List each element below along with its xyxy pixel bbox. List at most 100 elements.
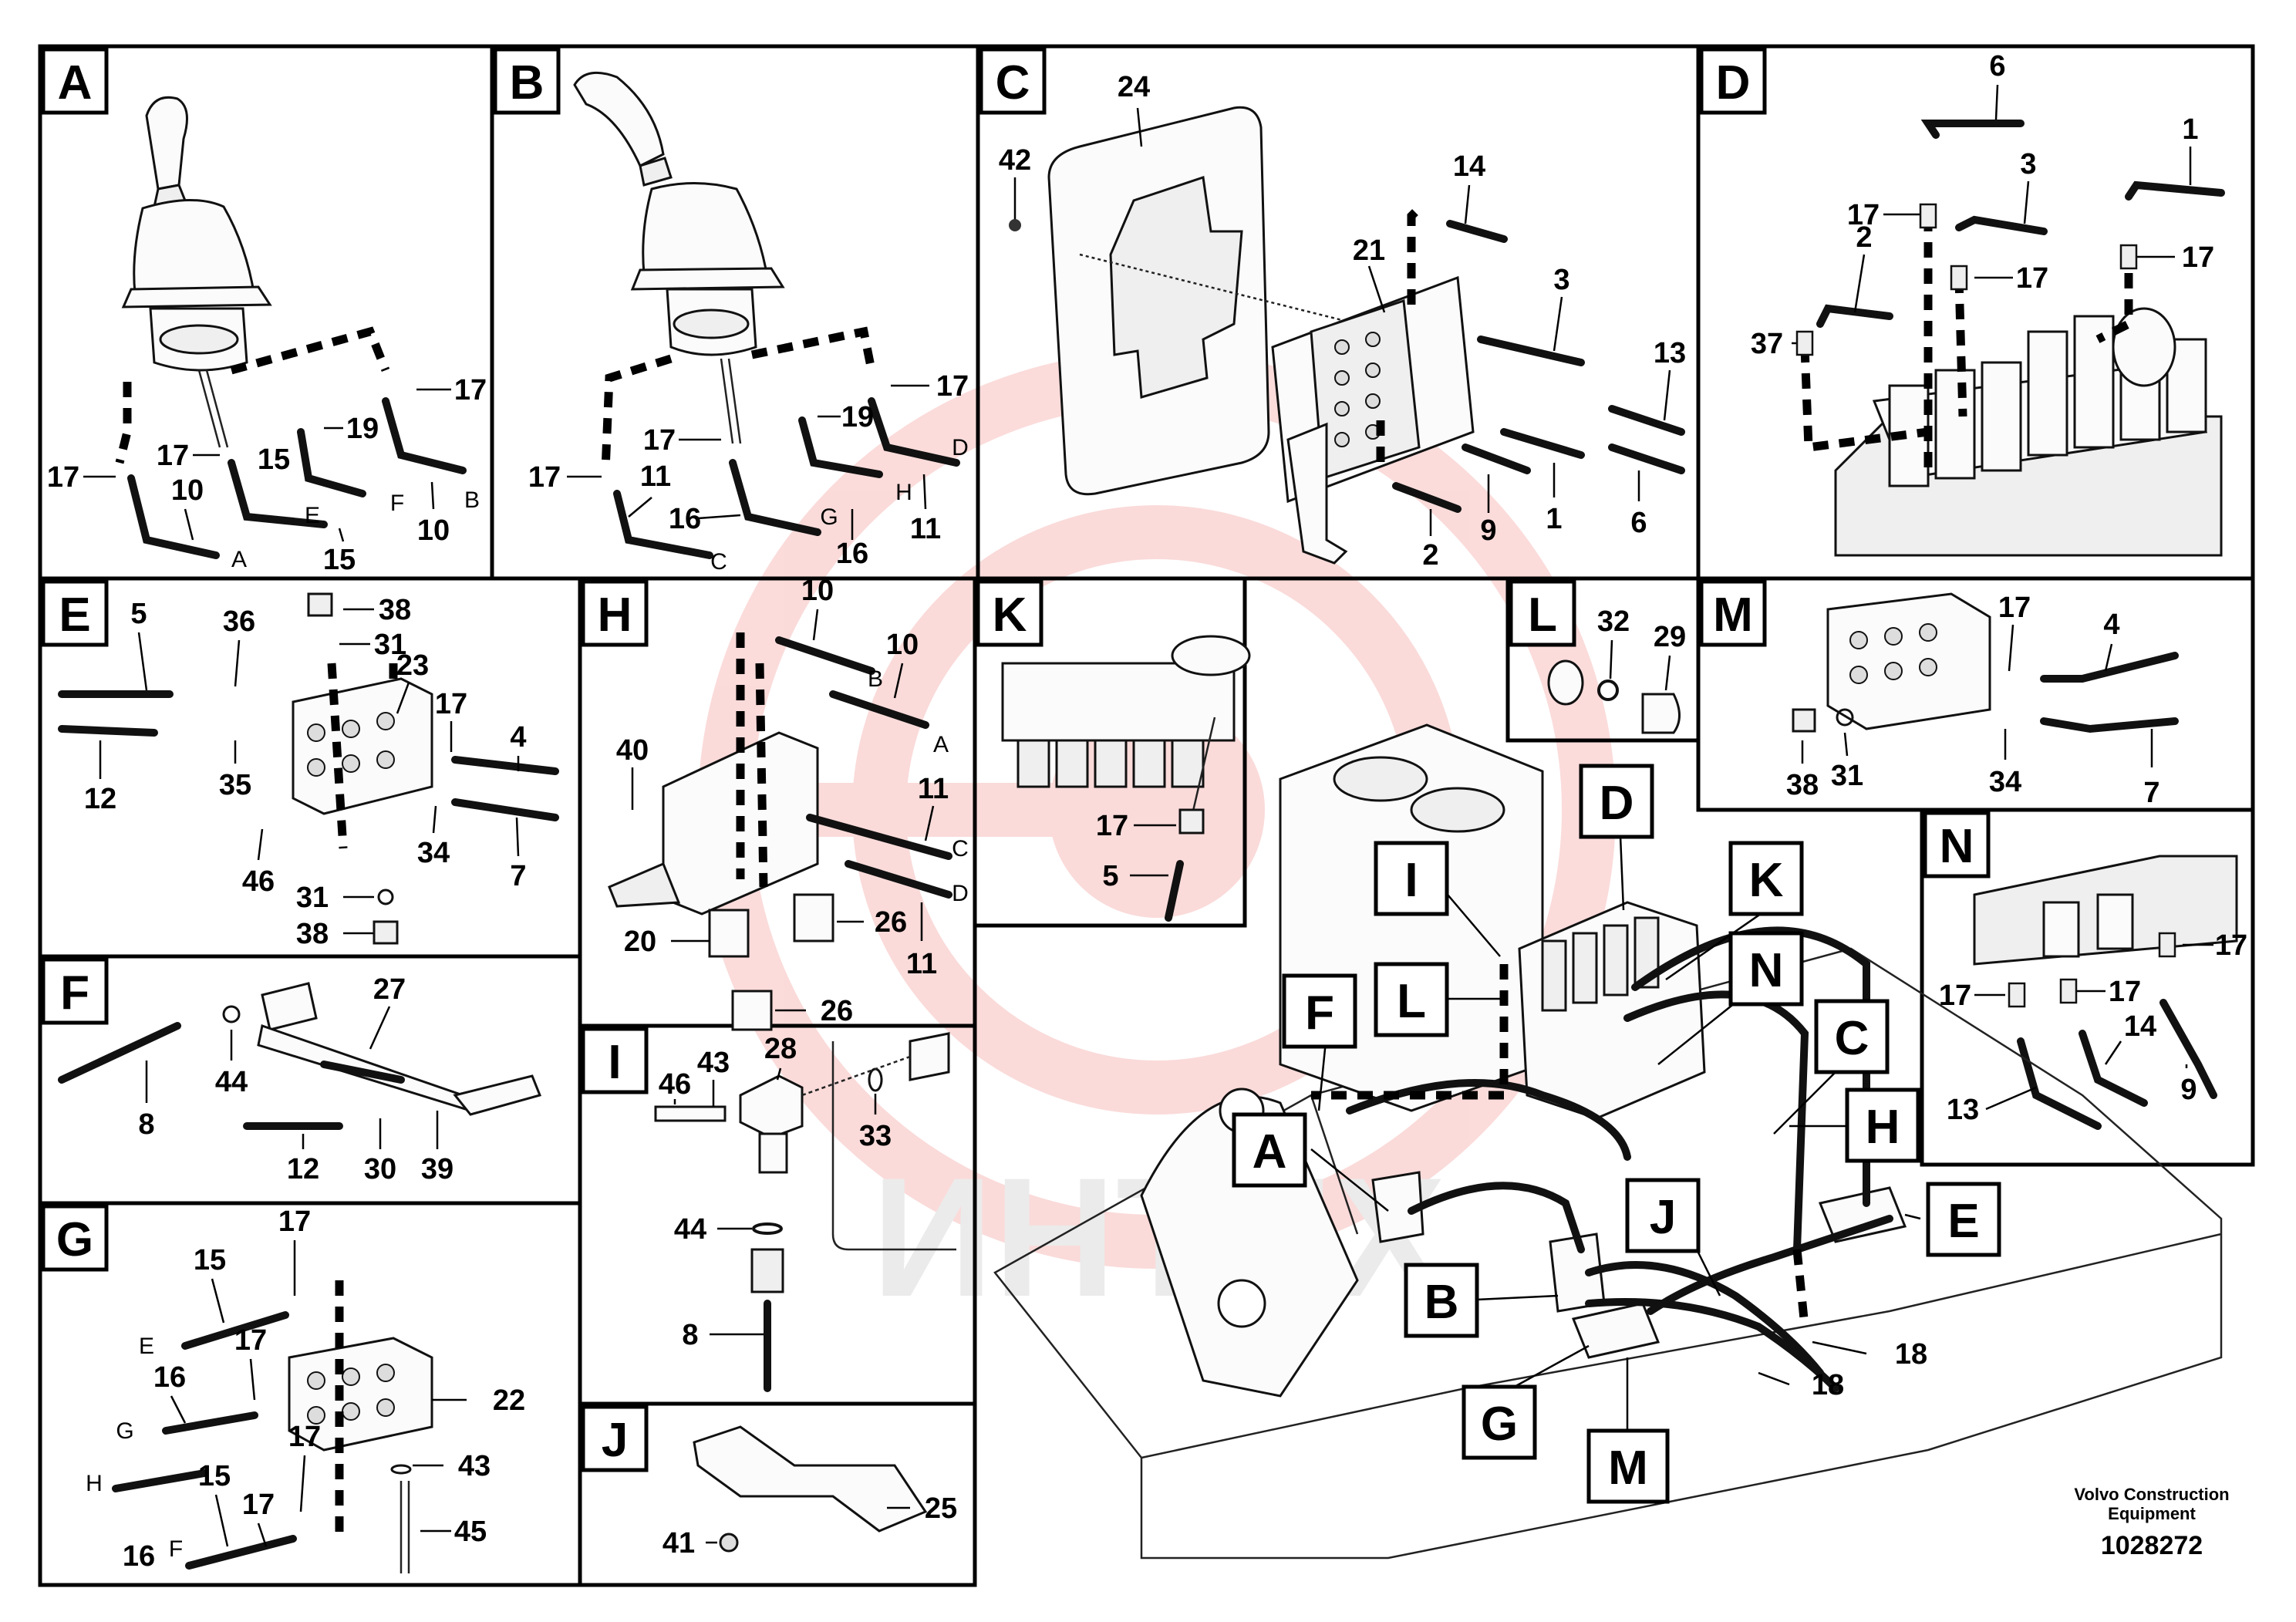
part-callout-number: 13 [1654, 337, 1686, 369]
panel-label-box [41, 957, 109, 1025]
part-callout-number: 43 [697, 1047, 730, 1079]
part-callout-number: 16 [123, 1540, 155, 1573]
panel-g-callouts: 17 15 17 16 22 17 43 15 17 45 16 E G H F [86, 1206, 525, 1573]
part-callout-number: 6 [1630, 507, 1647, 539]
part-callout-number: 31 [374, 629, 406, 661]
part-callout-number: 10 [417, 514, 450, 547]
pointer-label: B [1424, 1276, 1459, 1329]
panel-m: M 17 4 38 31 34 7 [1699, 579, 2179, 809]
panel-label-box [976, 579, 1043, 647]
footer: Volvo Construction Equipment 1028272 [2074, 1485, 2229, 1560]
panel-h-callouts: 10 10 40 11 11 20 26 26 B A C D [616, 575, 969, 1027]
part-callout-number: 22 [493, 1384, 525, 1417]
part-callout-number: 17 [157, 440, 189, 472]
part-callout-number: 26 [821, 995, 853, 1027]
panel-label-box [581, 1404, 649, 1472]
hose-end-letter: H [895, 480, 912, 505]
panel-g: G 17 15 17 16 22 17 43 15 [41, 1204, 525, 1573]
panel-frames [38, 44, 2255, 1587]
main-pointers: D I K N F L C H A [1232, 764, 2001, 1504]
panel-label: K [993, 588, 1027, 642]
panel-label: E [59, 588, 90, 642]
part-callout-number: 11 [910, 513, 941, 545]
part-callout-number: 5 [1102, 860, 1118, 892]
part-callout-number: 38 [379, 594, 411, 626]
panel-label-box [581, 579, 649, 647]
joystick-illustration [573, 71, 785, 356]
pointer-label: J [1650, 1191, 1676, 1244]
part-callout-number: 1 [2182, 113, 2198, 146]
part-callout-number: 26 [875, 906, 907, 939]
part-callout-number: 4 [2103, 609, 2119, 641]
corp-line-1: Volvo Construction [2074, 1485, 2229, 1504]
part-callout-number: 28 [764, 1033, 797, 1065]
part-callout-number: 17 [1847, 199, 1880, 231]
part-callout-number: 40 [616, 734, 649, 767]
main-callouts: 18 18 [1758, 1338, 1927, 1401]
corp-line-2: Equipment [2108, 1504, 2196, 1523]
part-callout-number: 15 [258, 443, 290, 476]
panel-label-box [581, 1027, 649, 1094]
panel-label-box [1923, 811, 1991, 878]
part-callout-number: 17 [528, 461, 561, 494]
panel-label-box [41, 47, 109, 115]
part-callout-number: 10 [801, 575, 834, 607]
part-callout-number: 35 [219, 769, 251, 801]
part-callout-number: 42 [999, 144, 1031, 177]
part-callout-number: 34 [1989, 766, 2021, 798]
part-callout-number: 12 [84, 783, 116, 815]
pointer-label: C [1835, 1012, 1870, 1065]
panel-label-box [493, 47, 561, 115]
panel-e: E 5 36 38 31 23 17 4 12 [41, 579, 559, 950]
pointer-label: A [1253, 1125, 1287, 1179]
panel-e-callouts: 5 36 38 31 23 17 4 12 35 46 34 7 31 [84, 592, 527, 950]
panel-n-callouts: 17 17 17 14 13 9 [1939, 929, 2247, 1126]
part-callout-number: 37 [1751, 328, 1783, 360]
part-callout-number: 45 [454, 1516, 487, 1548]
panel-label: C [996, 56, 1030, 110]
panel-c-callouts: 24 42 14 21 3 13 9 1 6 2 [999, 71, 1686, 572]
hose-end-letter: F [390, 491, 404, 516]
part-callout-number: 20 [624, 926, 656, 958]
hose-end-letter: A [231, 547, 247, 572]
part-callout-number: 2 [1422, 539, 1438, 572]
part-callout-number: 3 [2020, 148, 2036, 180]
hose-end-letter: F [169, 1536, 183, 1562]
main-assembly-view: D I K N F L C H A [993, 723, 2223, 1560]
part-callout-number: 14 [1453, 150, 1485, 183]
pointer-label: L [1397, 975, 1426, 1028]
part-callout-number: 38 [1786, 769, 1819, 801]
panel-c: C 24 42 14 [979, 47, 1686, 572]
part-callout-number: 7 [510, 860, 526, 892]
part-callout-number: 17 [454, 374, 487, 406]
part-callout-number: 23 [396, 649, 429, 682]
part-callout-number: 39 [421, 1153, 453, 1185]
part-callout-number: 24 [1118, 71, 1150, 103]
panel-k: K 17 5 [976, 579, 1251, 922]
part-callout-number: 5 [130, 598, 147, 630]
part-callout-number: 16 [836, 538, 868, 570]
part-callout-number: 9 [2180, 1074, 2197, 1106]
part-callout-number: 46 [659, 1068, 691, 1101]
panel-h: H 10 10 40 11 11 20 26 26 B [581, 575, 969, 1031]
hose-end-letter: B [868, 666, 883, 692]
panel-l-callouts: 32 29 [1597, 605, 1686, 691]
panel-label: H [598, 588, 632, 642]
panel-b-callouts: 17 19 17 17 11 16 16 11 D H G C [528, 370, 969, 575]
part-callout-number: 36 [223, 605, 255, 638]
part-callout-number: 8 [682, 1319, 698, 1351]
panel-m-callouts: 17 4 38 31 34 7 [1786, 592, 2160, 809]
part-callout-number: 44 [674, 1213, 706, 1246]
pointer-label: K [1749, 854, 1784, 907]
part-callout-number: 31 [296, 882, 329, 914]
part-callout-number: 25 [925, 1492, 957, 1525]
part-callout-number: 44 [215, 1066, 248, 1098]
part-callout-number: 17 [1096, 810, 1128, 842]
part-callout-number: 2 [1856, 221, 1872, 254]
doc-number: 1028272 [2101, 1531, 2203, 1560]
part-callout-number: 6 [1989, 50, 2005, 83]
panel-i-callouts: 46 43 28 33 44 8 [659, 1033, 892, 1351]
part-callout-number: 33 [859, 1120, 892, 1152]
part-callout-number: 30 [364, 1153, 396, 1185]
